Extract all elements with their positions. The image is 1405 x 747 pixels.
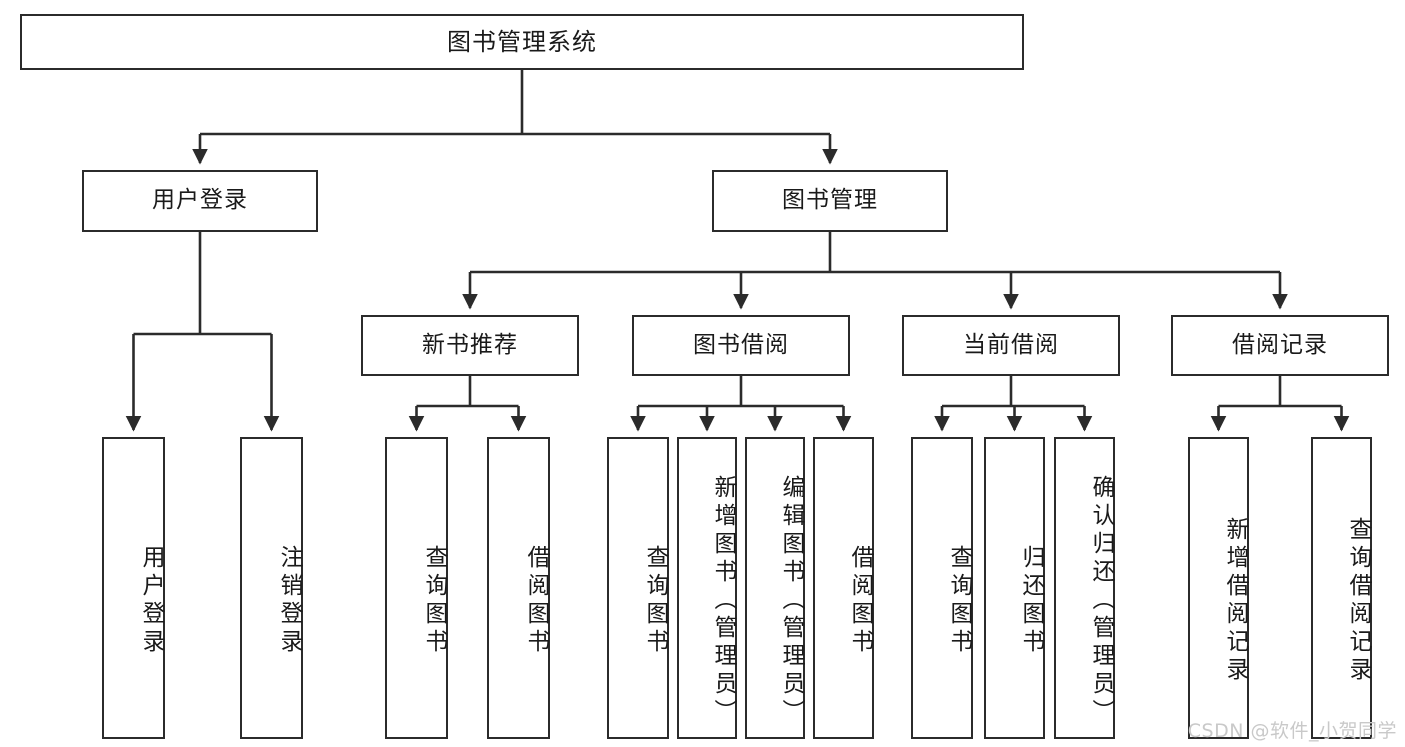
- node-user-login[interactable]: 用户登录: [82, 170, 318, 232]
- leaf-label: 查询借阅记录: [1345, 517, 1371, 685]
- leaf-label: 用户登录: [138, 545, 164, 657]
- leaf-label: 新增图书（管理员）: [710, 475, 736, 727]
- leaf-borrow-book-1[interactable]: 借阅图书: [487, 437, 550, 739]
- leaf-borrow-book-2[interactable]: 借阅图书: [813, 437, 874, 739]
- leaf-label: 借阅图书: [523, 545, 549, 657]
- leaf-label: 注销登录: [276, 545, 302, 657]
- leaf-label: 确认归还（管理员）: [1088, 475, 1114, 727]
- leaf-query-book-1[interactable]: 查询图书: [385, 437, 448, 739]
- leaf-query-borrow-record[interactable]: 查询借阅记录: [1311, 437, 1372, 739]
- leaf-label: 查询图书: [642, 545, 668, 657]
- node-borrow-record[interactable]: 借阅记录: [1171, 315, 1389, 376]
- node-root[interactable]: 图书管理系统: [20, 14, 1024, 70]
- leaf-query-book-2[interactable]: 查询图书: [607, 437, 669, 739]
- leaf-user-login[interactable]: 用户登录: [102, 437, 165, 739]
- leaf-label: 新增借阅记录: [1222, 517, 1248, 685]
- leaf-label: 借阅图书: [847, 545, 873, 657]
- leaf-add-borrow-record[interactable]: 新增借阅记录: [1188, 437, 1249, 739]
- watermark: CSDN @软件_小贺同学: [1187, 720, 1397, 742]
- leaf-query-book-3[interactable]: 查询图书: [911, 437, 973, 739]
- node-book-management[interactable]: 图书管理: [712, 170, 948, 232]
- leaf-add-book-admin[interactable]: 新增图书（管理员）: [677, 437, 737, 739]
- leaf-label: 编辑图书（管理员）: [778, 475, 804, 727]
- leaf-label: 归还图书: [1018, 545, 1044, 657]
- leaf-edit-book-admin[interactable]: 编辑图书（管理员）: [745, 437, 805, 739]
- node-current-borrow[interactable]: 当前借阅: [902, 315, 1120, 376]
- node-book-borrow[interactable]: 图书借阅: [632, 315, 850, 376]
- leaf-label: 查询图书: [421, 545, 447, 657]
- leaf-return-book[interactable]: 归还图书: [984, 437, 1045, 739]
- leaf-confirm-return-admin[interactable]: 确认归还（管理员）: [1054, 437, 1115, 739]
- leaf-logout[interactable]: 注销登录: [240, 437, 303, 739]
- leaf-label: 查询图书: [946, 545, 972, 657]
- node-new-book-recommend[interactable]: 新书推荐: [361, 315, 579, 376]
